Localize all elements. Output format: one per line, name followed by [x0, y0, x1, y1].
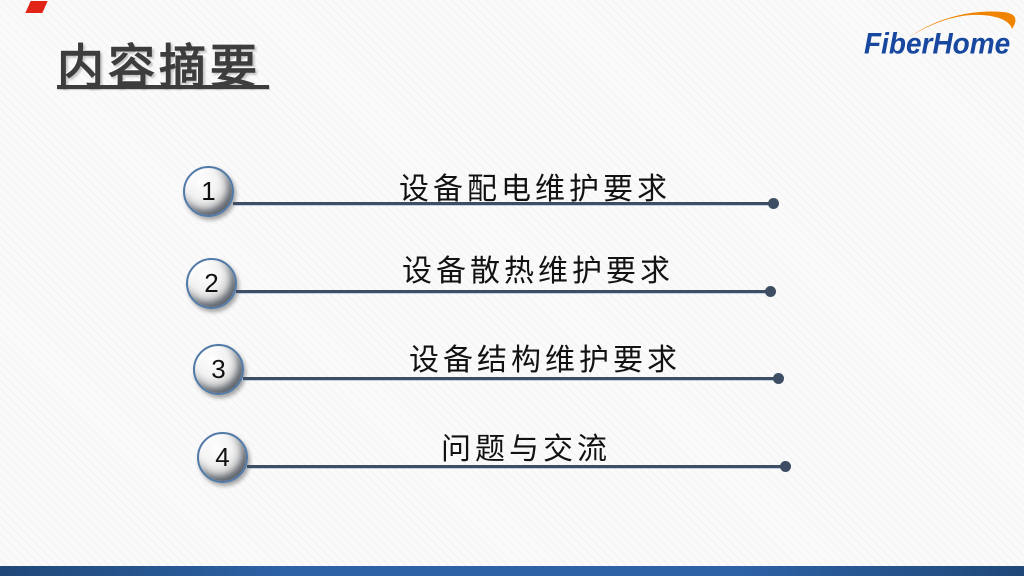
agenda-line-end-dot	[765, 286, 776, 297]
agenda-number-badge-3: 3	[193, 344, 244, 395]
title-underline	[57, 85, 269, 89]
logo-wordmark: FiberHome	[864, 27, 1011, 60]
agenda-number-2: 2	[204, 268, 219, 298]
agenda-line-end-dot	[773, 373, 784, 384]
agenda-line-end-dot	[768, 198, 779, 209]
corner-accent-shape	[25, 1, 48, 13]
agenda-line-end-dot	[780, 461, 791, 472]
agenda-item-label-4: 问题与交流	[441, 433, 611, 466]
bottom-accent-bar	[0, 566, 1024, 576]
agenda-connector-line	[233, 202, 770, 205]
agenda-number-badge-4: 4	[197, 432, 248, 483]
logo-swoosh-icon	[908, 11, 1016, 38]
agenda-number-1: 1	[201, 176, 216, 206]
agenda-connector-line	[236, 290, 767, 293]
agenda-number-badge-1: 1	[183, 166, 234, 217]
agenda-connector-line	[247, 465, 782, 468]
agenda-item-label-2: 设备散热维护要求	[402, 255, 674, 288]
fiberhome-logo: FiberHome	[858, 6, 1024, 64]
agenda-item-label-3: 设备结构维护要求	[409, 344, 681, 377]
agenda-number-4: 4	[215, 442, 230, 472]
agenda-number-badge-2: 2	[186, 258, 237, 309]
agenda-item-label-1: 设备配电维护要求	[399, 173, 671, 206]
page-title: 内容摘要	[57, 40, 261, 93]
agenda-connector-line	[243, 377, 775, 380]
agenda-number-3: 3	[211, 354, 226, 384]
